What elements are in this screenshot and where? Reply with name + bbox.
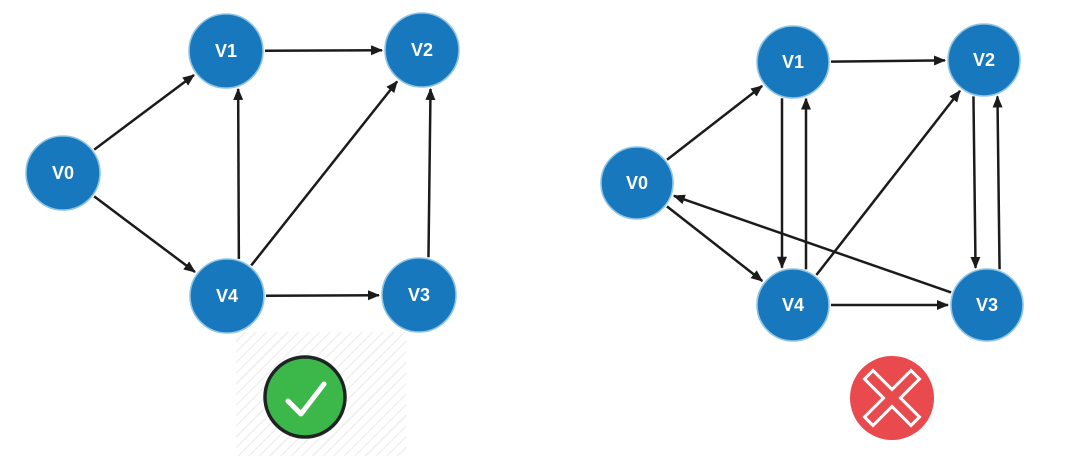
edge-V4-V1 (233, 87, 244, 259)
graph-node-V1: V1 (756, 25, 830, 99)
node-circle (189, 258, 265, 334)
node-circle (950, 268, 1024, 342)
check-circle (263, 355, 347, 439)
edge-V3-V2 (992, 95, 1003, 270)
node-circle (381, 257, 457, 333)
edge-V1-V2 (264, 45, 384, 56)
node-label: V0 (52, 163, 74, 183)
node-circle (947, 23, 1021, 97)
x-icon-inner (866, 372, 918, 424)
node-label: V4 (782, 295, 804, 315)
edge-V4-V3 (265, 290, 381, 301)
graph-node-V0: V0 (25, 135, 101, 211)
edge-V0-V1 (93, 73, 195, 151)
graph-node-V3: V3 (950, 268, 1024, 342)
graph-node-V0: V0 (600, 146, 674, 220)
edge-V2-V3 (970, 96, 981, 269)
node-label: V2 (973, 50, 995, 70)
edge-V0-V4 (93, 195, 196, 273)
node-circle (756, 25, 830, 99)
edge-V3-V0 (672, 194, 952, 294)
node-label: V1 (782, 52, 804, 72)
node-circle (25, 135, 101, 211)
graph-node-V1: V1 (188, 13, 264, 89)
checkmark-icon (285, 381, 327, 417)
graph-node-V4: V4 (189, 258, 265, 334)
edge-V0-V1 (666, 84, 763, 161)
node-circle (756, 268, 830, 342)
edge-V1-V2 (830, 55, 947, 66)
graph-node-V2: V2 (384, 12, 460, 88)
node-label: V3 (408, 285, 430, 305)
node-label: V2 (411, 40, 433, 60)
invalid-badge (850, 356, 934, 440)
node-label: V1 (215, 41, 237, 61)
edge-V4-V2 (250, 80, 399, 267)
edge-V4-V2 (815, 89, 962, 276)
node-circle (600, 146, 674, 220)
graph-node-V2: V2 (947, 23, 1021, 97)
graph-node-V3: V3 (381, 257, 457, 333)
node-circle (188, 13, 264, 89)
node-circle (384, 12, 460, 88)
node-label: V0 (626, 173, 648, 193)
edge-V3-V2 (425, 87, 436, 258)
node-label: V3 (976, 295, 998, 315)
valid-badge (263, 355, 347, 439)
graph-node-V4: V4 (756, 268, 830, 342)
node-label: V4 (216, 286, 238, 306)
edge-V0-V4 (666, 205, 764, 282)
